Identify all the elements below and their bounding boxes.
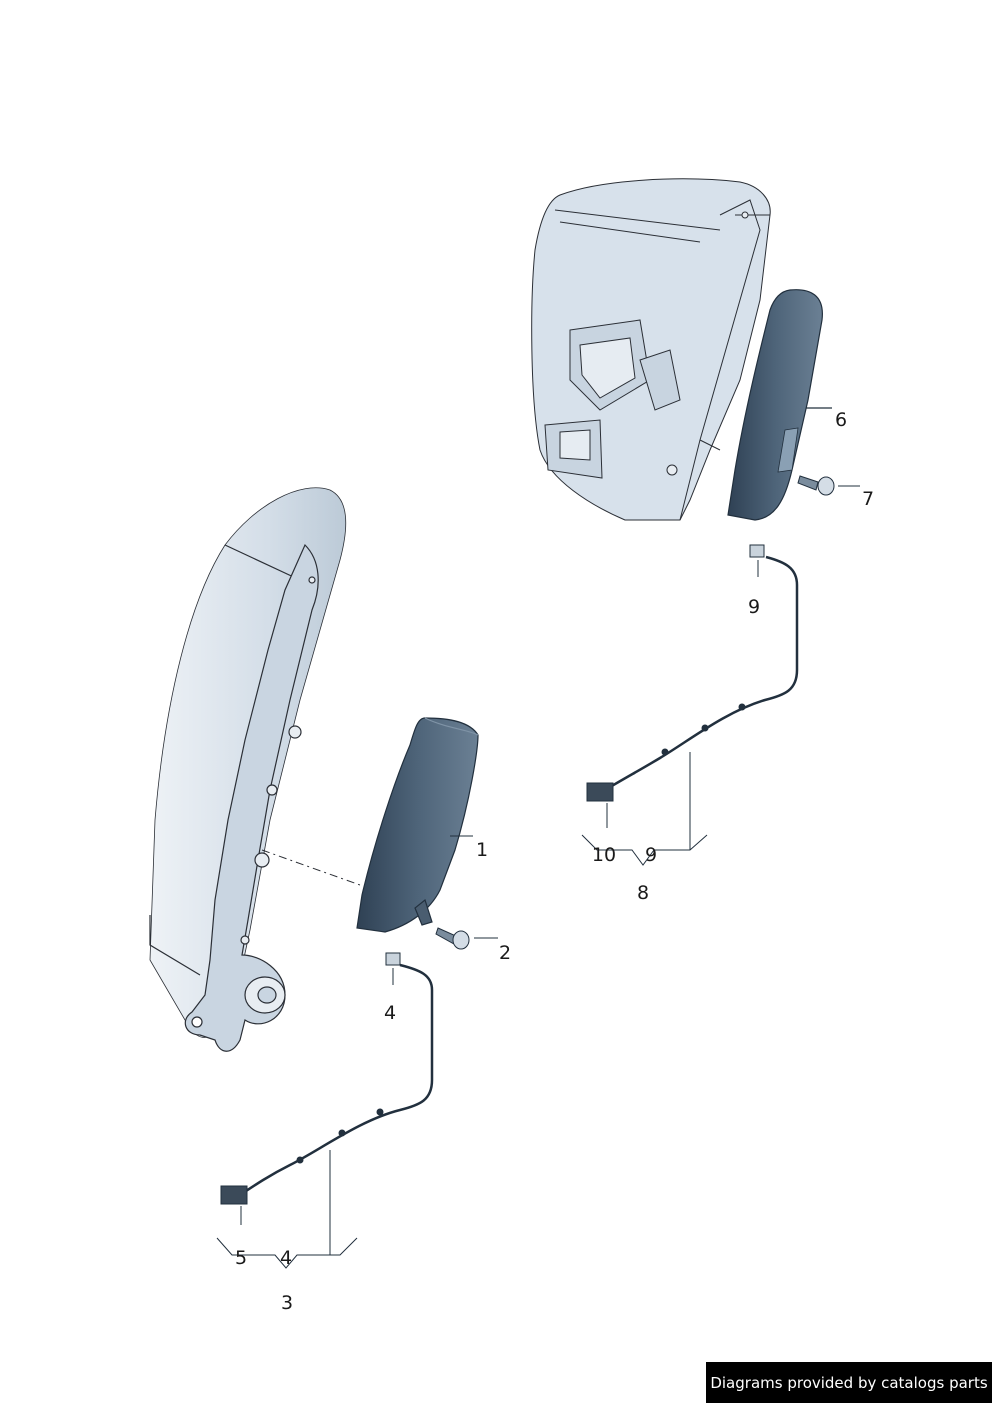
callout-6: 6 xyxy=(834,409,848,431)
callout-10: 10 xyxy=(591,844,617,866)
callout-3: 3 xyxy=(280,1292,294,1314)
side-airbag-left xyxy=(356,717,479,933)
screw-upper xyxy=(797,475,860,496)
callout-5: 5 xyxy=(234,1247,248,1269)
callout-7: 7 xyxy=(861,488,875,510)
callout-9-lower: 9 xyxy=(644,844,658,866)
side-airbag-right xyxy=(727,289,832,521)
seat-backrest-frame xyxy=(149,487,361,1052)
credit-banner: Diagrams provided by catalogs parts xyxy=(706,1362,992,1403)
callout-2: 2 xyxy=(498,942,512,964)
seat-shell-right xyxy=(531,178,771,521)
screw-lower xyxy=(435,927,498,950)
callout-4-lower: 4 xyxy=(279,1247,293,1269)
callout-1: 1 xyxy=(475,839,489,861)
wiring-harness-upper xyxy=(581,544,799,866)
wiring-harness-lower xyxy=(216,952,434,1269)
callout-9-upper: 9 xyxy=(747,596,761,618)
callout-4-upper: 4 xyxy=(383,1002,397,1024)
callout-8: 8 xyxy=(636,882,650,904)
